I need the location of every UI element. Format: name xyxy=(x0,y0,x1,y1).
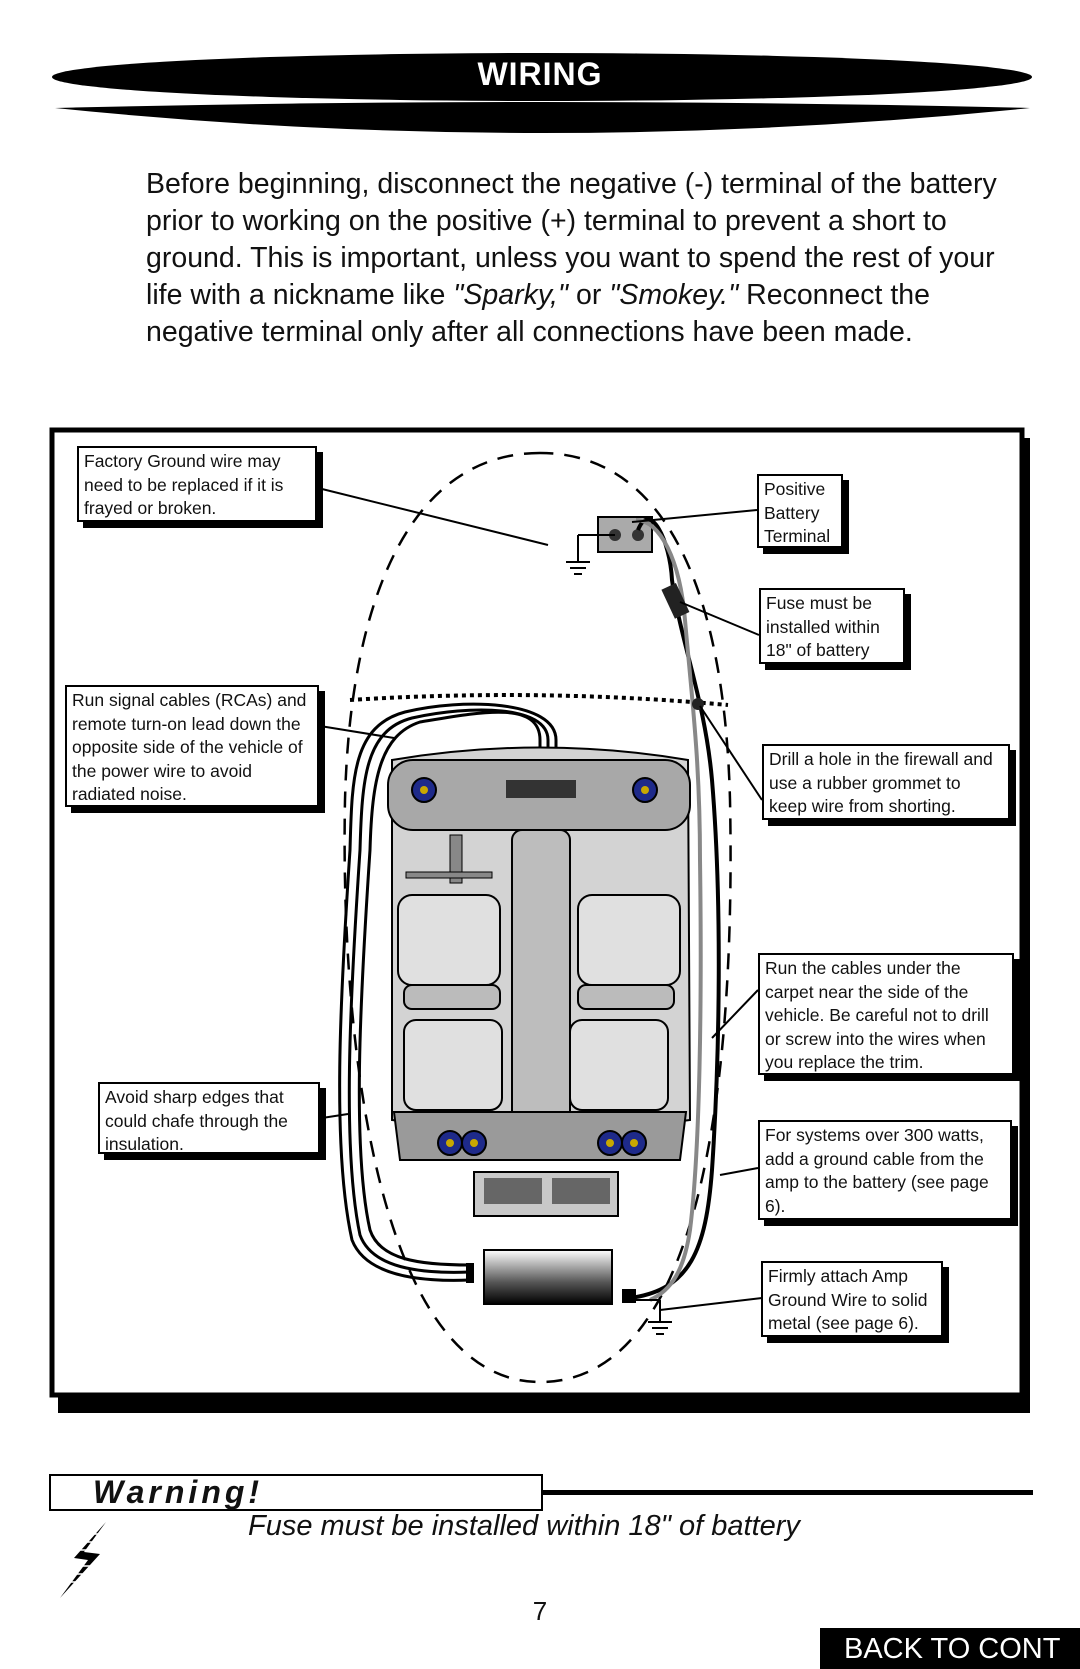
callout-signal-cables: Run signal cables (RCAs) and remote turn… xyxy=(65,685,319,807)
fuse xyxy=(661,583,690,619)
wiring-diagram xyxy=(49,427,1030,1413)
warning-label: Warning! xyxy=(49,1474,543,1511)
lightning-bolt-icon xyxy=(60,1522,106,1598)
battery xyxy=(577,516,653,562)
firewall-line xyxy=(349,693,729,707)
nickname-sparky: "Sparky," xyxy=(453,279,569,311)
nickname-smokey: "Smokey." xyxy=(609,279,739,311)
callout-sharp-edges: Avoid sharp edges that could chafe throu… xyxy=(98,1082,320,1154)
callout-factory-ground: Factory Ground wire may need to be repla… xyxy=(77,446,317,522)
amp-ground-cable xyxy=(635,518,703,1302)
back-to-contents-button[interactable]: BACK TO CONT xyxy=(820,1628,1080,1669)
intro-paragraph: Before beginning, disconnect the negativ… xyxy=(146,168,997,348)
car-interior xyxy=(387,746,692,1161)
callout-positive-terminal: Positive Battery Terminal xyxy=(757,474,843,548)
callout-under-carpet: Run the cables under the carpet near the… xyxy=(758,953,1014,1075)
warning-text: Fuse must be installed within 18" of bat… xyxy=(248,1510,800,1542)
page-title: WIRING xyxy=(477,56,603,92)
amplifier xyxy=(483,1249,613,1305)
callout-firewall: Drill a hole in the firewall and use a r… xyxy=(762,744,1010,820)
amp-ground-symbol xyxy=(648,1321,672,1335)
header-banner xyxy=(52,53,1032,133)
callout-leaders xyxy=(317,487,763,1311)
battery-ground-symbol xyxy=(566,561,590,575)
power-wire xyxy=(629,517,721,1300)
page-number: 7 xyxy=(532,1596,548,1626)
callout-amp-ground: Firmly attach Amp Ground Wire to solid m… xyxy=(761,1261,943,1337)
vehicle-outline xyxy=(343,451,732,1384)
callout-ground-cable: For systems over 300 watts, add a ground… xyxy=(758,1120,1012,1220)
signal-cables xyxy=(357,710,542,1267)
callout-fuse: Fuse must be installed within 18" of bat… xyxy=(759,588,905,664)
warning-rule xyxy=(543,1490,1033,1495)
